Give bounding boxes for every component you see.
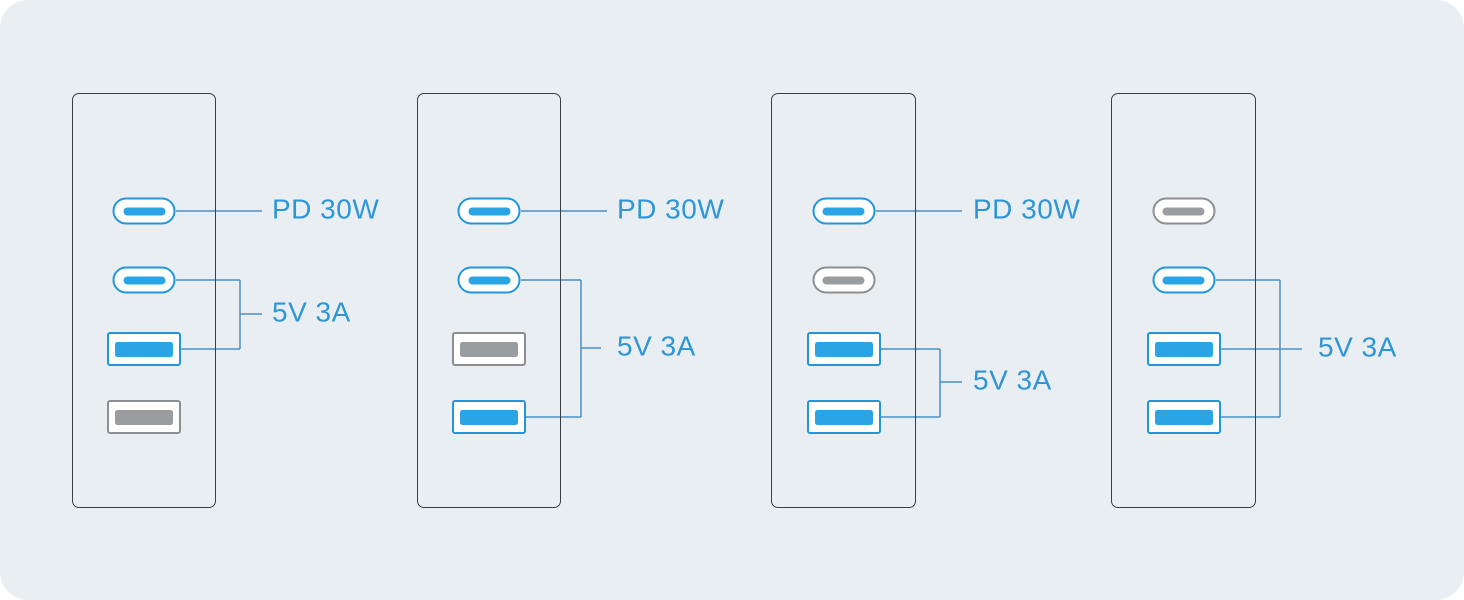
- port-spec-label: PD 30W: [272, 193, 380, 225]
- port-spec-label: 5V 3A: [1318, 331, 1397, 363]
- usb-c-port-blue: [1152, 266, 1215, 294]
- usb-c-port-blue: [112, 266, 176, 294]
- port-spec-label: PD 30W: [617, 193, 725, 225]
- port-spec-label: 5V 3A: [272, 296, 351, 328]
- port-contact-bar: [115, 409, 173, 425]
- port-spec-label: 5V 3A: [973, 364, 1052, 396]
- usb-a-port-blue: [806, 332, 881, 366]
- usb-a-port-blue: [1146, 400, 1221, 434]
- port-contact-bar: [1162, 276, 1205, 284]
- charger-card: [1111, 93, 1256, 508]
- port-contact-bar: [460, 409, 518, 425]
- port-contact-bar: [822, 207, 865, 215]
- port-contact-bar: [1162, 207, 1205, 215]
- port-contact-bar: [468, 276, 510, 284]
- usb-a-port-blue: [452, 400, 526, 434]
- port-contact-bar: [115, 341, 173, 357]
- usb-a-port-blue: [806, 400, 881, 434]
- usb-c-port-gray: [812, 266, 875, 294]
- port-contact-bar: [123, 276, 165, 284]
- port-spec-label: 5V 3A: [617, 330, 696, 362]
- usb-c-port-blue: [457, 197, 521, 225]
- usb-a-port-gray: [107, 400, 181, 434]
- usb-a-port-gray: [452, 332, 526, 366]
- port-contact-bar: [1154, 409, 1213, 425]
- usb-c-port-blue: [812, 197, 875, 225]
- port-contact-bar: [822, 276, 865, 284]
- usb-c-port-blue: [112, 197, 176, 225]
- charger-card: [771, 93, 916, 508]
- charger-card: [72, 93, 216, 508]
- usb-a-port-blue: [107, 332, 181, 366]
- usb-c-port-gray: [1152, 197, 1215, 225]
- port-contact-bar: [468, 207, 510, 215]
- port-contact-bar: [1154, 341, 1213, 357]
- port-contact-bar: [123, 207, 165, 215]
- port-spec-label: PD 30W: [973, 193, 1081, 225]
- port-contact-bar: [460, 341, 518, 357]
- usb-a-port-blue: [1146, 332, 1221, 366]
- usb-c-port-blue: [457, 266, 521, 294]
- charger-card: [417, 93, 561, 508]
- port-contact-bar: [814, 341, 873, 357]
- port-contact-bar: [814, 409, 873, 425]
